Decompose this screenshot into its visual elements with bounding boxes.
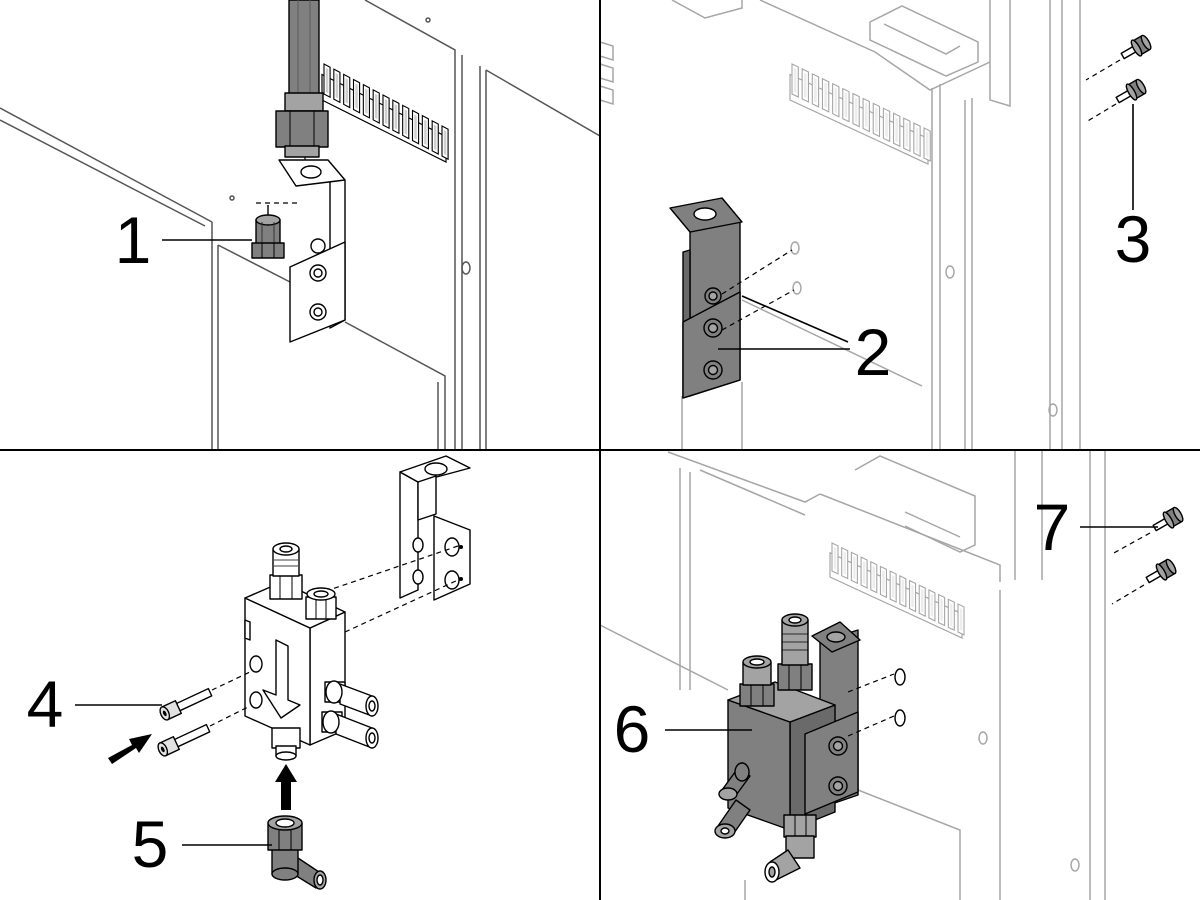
- callout-label-5: 5: [132, 807, 169, 881]
- comb-tooth-slot: [959, 607, 963, 632]
- comb-tooth-slot: [443, 129, 447, 156]
- left-elbow-fittings: [714, 762, 751, 839]
- callout-label-3: 3: [1115, 202, 1152, 276]
- comb-tooth-slot: [433, 124, 437, 151]
- comb-tooth-slot: [374, 93, 378, 120]
- cap-screw-part-4-lower: [157, 723, 211, 757]
- comb-tooth-slot: [365, 88, 368, 114]
- comb-tooth-slot: [872, 565, 875, 589]
- callout-label-2: 2: [855, 315, 892, 389]
- mounting-bracket: [278, 159, 346, 343]
- hex-screw-part-7-lower: [1145, 558, 1177, 584]
- comb-tooth-slot: [345, 78, 348, 104]
- bottom-elbow-fitting: [764, 814, 817, 883]
- top-fitting-short: [305, 587, 337, 620]
- alignment-dashline: [721, 289, 795, 331]
- cap-nut-part-1: [251, 205, 285, 259]
- panel-step-2: 2 3: [599, 0, 1152, 450]
- callout-leader-2b: [741, 295, 849, 343]
- cable-comb-rack-ghost: [789, 63, 931, 165]
- comb-tooth-slot: [950, 603, 953, 627]
- panel-step-3: 4 5: [27, 455, 471, 890]
- callout-label-4: 4: [27, 667, 64, 741]
- cabinet-frame-lines: [0, 0, 601, 450]
- comb-tooth-slot: [882, 570, 885, 594]
- comb-tooth-slot: [875, 107, 878, 133]
- cap-screw-part-4-upper: [159, 687, 213, 721]
- push-up-arrow-icon: [275, 764, 297, 810]
- comb-tooth-slot: [862, 560, 866, 585]
- valve-block: [244, 581, 346, 746]
- comb-tooth-slot: [885, 112, 888, 138]
- hex-screw-part-3-upper: [1120, 34, 1152, 60]
- alignment-dashline: [1111, 584, 1145, 605]
- mounting-bracket-part-2: [669, 197, 743, 399]
- side-elbow-fitting-lower: [321, 710, 379, 749]
- comb-tooth-slot: [394, 104, 398, 130]
- comb-tooth-slot: [355, 83, 358, 109]
- comb-tooth-slot: [905, 122, 909, 148]
- comb-tooth-slot: [895, 117, 898, 143]
- hex-screw-part-3-lower: [1115, 78, 1147, 104]
- mounting-bracket-outline: [399, 455, 471, 601]
- comb-tooth-slot: [925, 131, 929, 158]
- comb-tooth-slot: [921, 589, 924, 613]
- alignment-dashline: [1085, 59, 1121, 81]
- comb-tooth-slot: [915, 126, 919, 153]
- ghost-cabinet-lines: [599, 450, 1106, 900]
- flow-direction-arrow-icon: [262, 639, 301, 719]
- pressure-hose: [275, 0, 329, 158]
- panel-step-4: 6 7: [599, 450, 1184, 900]
- comb-tooth-slot: [384, 98, 388, 125]
- bracket-front-plate: [804, 711, 859, 815]
- comb-tooth-slot: [901, 579, 905, 603]
- comb-tooth-slot: [804, 72, 807, 99]
- alignment-dashline: [721, 249, 793, 295]
- comb-tooth-slot: [853, 556, 856, 580]
- comb-tooth-slot: [834, 87, 838, 113]
- comb-tooth-slot: [833, 546, 837, 571]
- comb-tooth-slot: [891, 575, 895, 599]
- comb-tooth-slot: [864, 102, 868, 128]
- comb-tooth-slot: [325, 67, 329, 94]
- comb-tooth-slot: [814, 77, 817, 103]
- insert-direction-arrow-icon: [108, 734, 152, 764]
- ghost-cabinet-lines: [599, 0, 1081, 450]
- comb-tooth-slot: [793, 67, 797, 94]
- alignment-dashline: [344, 579, 459, 633]
- alignment-dashline: [1111, 532, 1151, 555]
- comb-tooth-slot: [424, 119, 427, 145]
- bottom-port-fitting: [271, 727, 301, 761]
- top-fitting-tall: [269, 542, 303, 600]
- comb-tooth-slot: [414, 114, 417, 140]
- callout-label-7: 7: [1034, 490, 1071, 564]
- comb-tooth-slot: [404, 109, 407, 135]
- comb-tooth-slot: [844, 92, 848, 118]
- elbow-fitting-part-5: [267, 815, 327, 890]
- callout-label-1: 1: [115, 203, 152, 277]
- alignment-dashline: [209, 705, 251, 727]
- comb-tooth-slot: [930, 593, 934, 617]
- hex-screw-part-7-upper: [1152, 506, 1184, 532]
- cable-comb-rack-ghost: [829, 542, 965, 639]
- comb-tooth-slot: [335, 73, 339, 99]
- alignment-dashline: [1085, 103, 1117, 123]
- side-elbow-fitting-upper: [324, 680, 379, 717]
- mounting-hole: [894, 709, 906, 727]
- comb-tooth-slot: [843, 551, 846, 575]
- comb-tooth-slot: [940, 598, 943, 622]
- cable-comb-rack: [321, 63, 449, 163]
- comb-tooth-slot: [824, 82, 827, 108]
- mounting-hole: [894, 668, 906, 686]
- callout-label-6: 6: [614, 692, 651, 766]
- comb-tooth-slot: [911, 584, 914, 608]
- panel-step-1: 1: [0, 0, 601, 450]
- comb-tooth-slot: [854, 97, 858, 123]
- alignment-dashline: [211, 671, 251, 691]
